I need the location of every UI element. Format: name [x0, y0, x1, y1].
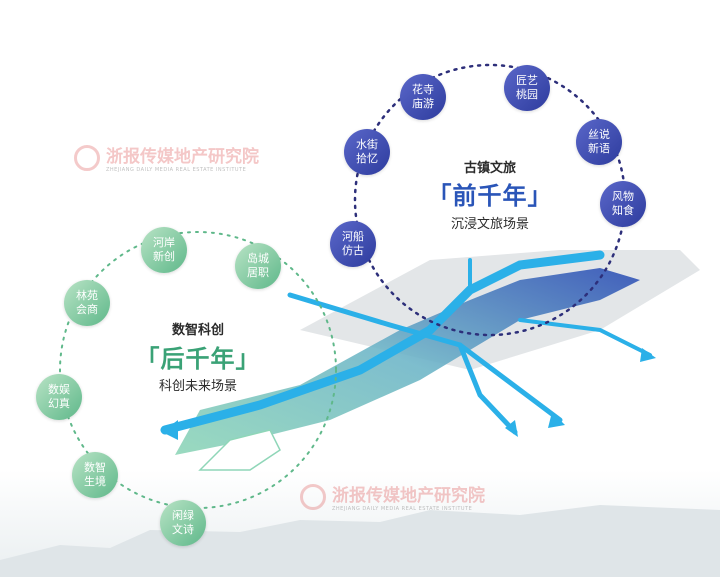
east-node-4: 丝说 新语 — [576, 119, 622, 165]
east-heading: 古镇文旅 — [463, 161, 516, 176]
west-subtitle: 科创未来场景 — [158, 379, 237, 394]
river-arrows — [162, 348, 656, 440]
east-node-6: 河船 仿古 — [330, 221, 376, 267]
east-subtitle: 沉浸文旅场景 — [450, 217, 529, 232]
west-heading: 数智科创 — [171, 323, 224, 338]
west-node-2: 岛城 居职 — [235, 243, 281, 289]
east-node-3: 匠艺 桃园 — [504, 65, 550, 111]
east-node-1: 水街 拾忆 — [344, 129, 390, 175]
watermark-subtext: ZHEJIANG DAILY MEDIA REAL ESTATE INSTITU… — [106, 167, 247, 173]
arrow-southeast — [548, 412, 565, 428]
land-strip — [175, 268, 640, 455]
west-node-4: 数娱 幻真 — [36, 374, 82, 420]
west-node-6: 闲绿 文诗 — [160, 500, 206, 546]
river-branch-south — [457, 342, 518, 435]
watermark-seal-icon — [74, 144, 100, 171]
arrow-east — [640, 348, 656, 362]
watermark-text: 浙报传媒地产研究院 — [106, 147, 259, 167]
watermark-text: 浙报传媒地产研究院 — [332, 486, 485, 506]
watermark-top: 浙报传媒地产研究院 ZHEJIANG DAILY MEDIA REAL ESTA… — [74, 142, 259, 173]
east-node-5: 风物 知食 — [600, 181, 646, 227]
arrow-south — [505, 420, 518, 437]
watermark-subtext: ZHEJIANG DAILY MEDIA REAL ESTATE INSTITU… — [332, 506, 473, 512]
main-river — [160, 250, 605, 435]
west-title: 「后千年」 — [135, 345, 261, 373]
watermark-bottom: 浙报传媒地产研究院 ZHEJIANG DAILY MEDIA REAL ESTA… — [300, 481, 485, 512]
island-west — [198, 429, 281, 471]
west-node-1: 河岸 新创 — [141, 227, 187, 273]
east-node-2: 花寺 庙游 — [400, 74, 446, 120]
east-title: 「前千年」 — [427, 182, 553, 210]
watermark-seal-icon — [300, 483, 326, 510]
west-node-5: 数智 生境 — [72, 452, 118, 498]
arrow-west — [162, 420, 178, 440]
west-node-3: 林苑 会商 — [64, 280, 110, 326]
river-network — [160, 250, 652, 435]
skyline-roofs — [0, 505, 720, 577]
